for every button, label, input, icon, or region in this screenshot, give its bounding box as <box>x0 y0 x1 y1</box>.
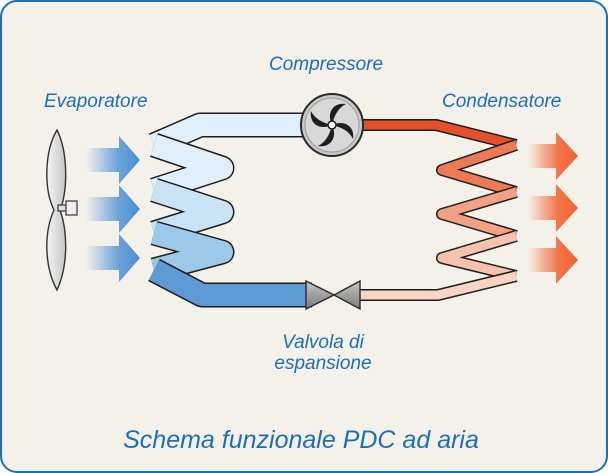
condenser-label: Condensatore <box>442 91 561 112</box>
evaporator-coil <box>149 133 235 283</box>
valve-label-line2: espansione <box>274 353 371 374</box>
expansion-valve-icon <box>305 279 361 311</box>
cold-air-arrow-3 <box>86 234 140 282</box>
cold-air-arrows <box>86 136 140 282</box>
evaporator-label: Evaporatore <box>44 91 148 112</box>
fan-icon <box>46 128 78 292</box>
cold-air-arrow-1 <box>86 136 140 184</box>
compressor-icon <box>300 93 364 157</box>
hot-air-arrows <box>528 132 578 284</box>
condenser-coil <box>436 139 518 282</box>
hot-air-arrow-3 <box>528 236 578 284</box>
hot-air-arrow-2 <box>528 184 578 232</box>
compressor-label: Compressore <box>269 54 383 75</box>
caption: Schema funzionale PDC ad aria <box>123 426 479 454</box>
hot-air-arrow-1 <box>528 132 578 180</box>
valve-label-line1: Valvola di <box>282 332 364 353</box>
cold-air-arrow-2 <box>86 185 140 233</box>
